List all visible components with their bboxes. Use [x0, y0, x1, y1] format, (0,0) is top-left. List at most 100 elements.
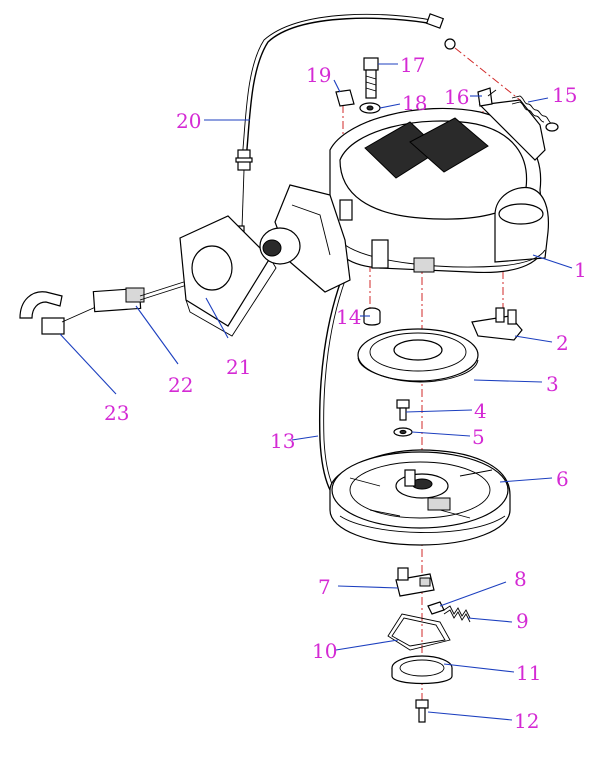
part-15-hook: [545, 122, 559, 132]
leader-8: [439, 581, 507, 607]
leader-5: [411, 431, 471, 437]
top-hardware: [335, 57, 559, 132]
housing-clip: [339, 199, 353, 221]
callout-18: 18: [402, 91, 427, 115]
part-3-side: [357, 357, 479, 383]
part-7-slot: [419, 577, 431, 587]
callout-14: 14: [336, 305, 361, 329]
part-15-spring-2: [511, 101, 545, 123]
leader-10: [335, 639, 399, 651]
cable-20-top-fitting: [425, 13, 445, 29]
part-12-shank: [418, 707, 426, 723]
callout-11: 11: [516, 661, 541, 685]
callout-9: 9: [516, 609, 529, 633]
leader-12: [427, 711, 513, 721]
callout-2: 2: [556, 331, 569, 355]
callout-13: 13: [270, 429, 295, 453]
part-16-tab: [487, 89, 497, 97]
cable-20: [245, 17, 434, 161]
part-23-rod: [61, 305, 99, 323]
callout-16: 16: [444, 85, 469, 109]
part-11-cap-inner: [399, 659, 445, 677]
callout-5: 5: [472, 425, 485, 449]
leader-23: [59, 333, 117, 395]
part-23-hook: [19, 291, 63, 319]
part-16-clip: [477, 87, 493, 107]
callout-3: 3: [546, 372, 559, 396]
part-6-lower-rim: [339, 515, 506, 533]
callout-15: 15: [552, 83, 577, 107]
part-6-inner-rim: [349, 461, 491, 519]
part-8-pin: [427, 601, 445, 615]
leader-4: [405, 409, 473, 413]
cable-20-ferrule-ring: [235, 157, 253, 163]
part-23-body: [41, 317, 65, 335]
part-9-spring: [443, 605, 471, 619]
callout-23: 23: [104, 401, 129, 425]
part-4-shank: [399, 407, 407, 421]
part-10-clip-inner: [391, 617, 446, 647]
cable-20-end-ball: [444, 38, 456, 50]
pawl-assembly: [387, 567, 471, 651]
part-9-spring-2: [443, 609, 471, 623]
part-14-bushing: [363, 307, 381, 326]
leader-7: [337, 585, 399, 589]
part-19-clip: [335, 89, 355, 107]
callout-7: 7: [318, 575, 331, 599]
leader-2: [514, 335, 553, 343]
housing-boss: [494, 186, 550, 263]
callout-labels: 1 2 3 4 5 6 7 8 9 10 11 12 13 14 15 16 1…: [104, 53, 587, 733]
leader-18: [379, 103, 401, 109]
part-17-head: [363, 57, 379, 71]
leader-21: [205, 297, 229, 339]
housing-boss-top: [498, 203, 544, 225]
housing-bracket: [478, 99, 546, 161]
part-15-spring: [511, 95, 553, 125]
callout-12: 12: [514, 709, 539, 733]
part-6-reel: [329, 449, 511, 546]
callout-8: 8: [514, 567, 527, 591]
leader-13: [291, 435, 319, 441]
bottom-cap: [391, 655, 453, 723]
callout-22: 22: [168, 373, 193, 397]
callout-1: 1: [574, 258, 587, 282]
part-5-hole: [399, 429, 407, 435]
part-17-thread: [365, 75, 377, 92]
leader-6: [499, 477, 553, 483]
leader-9: [467, 617, 513, 623]
housing-socket-hole: [262, 239, 282, 257]
part-2-pin: [495, 307, 505, 323]
housing-rim: [344, 244, 546, 268]
callout-10: 10: [312, 639, 337, 663]
callout-21: 21: [226, 355, 251, 379]
housing-center-tab: [413, 257, 435, 273]
leader-lines: [59, 63, 573, 721]
leader-11: [443, 663, 515, 673]
callout-17: 17: [400, 53, 425, 77]
leader-3: [473, 379, 543, 383]
throttle-linkage: [19, 215, 291, 337]
housing-label-right: [409, 117, 489, 173]
housing-arm-rib: [291, 204, 331, 256]
axis-spring-15: [454, 47, 521, 101]
part-1-housing: [259, 99, 550, 293]
part-21-hole: [191, 245, 233, 291]
part-3-spring: [357, 328, 479, 383]
part-18-hole: [366, 105, 374, 111]
callout-6: 6: [556, 467, 569, 491]
part-7-pin: [397, 567, 409, 581]
callout-19: 19: [306, 63, 331, 87]
callout-20: 20: [176, 109, 201, 133]
part-21-edge: [185, 257, 277, 337]
leader-15: [527, 97, 549, 103]
center-fasteners: [393, 399, 413, 437]
leader-19: [333, 79, 341, 93]
leader-22: [135, 305, 179, 365]
part-2-lever: [471, 307, 523, 341]
part-4-head: [396, 399, 410, 409]
part-3-inner: [393, 339, 443, 361]
housing-post: [371, 239, 389, 269]
part-3-coil-1: [369, 332, 467, 372]
part-17-shank: [365, 69, 377, 99]
